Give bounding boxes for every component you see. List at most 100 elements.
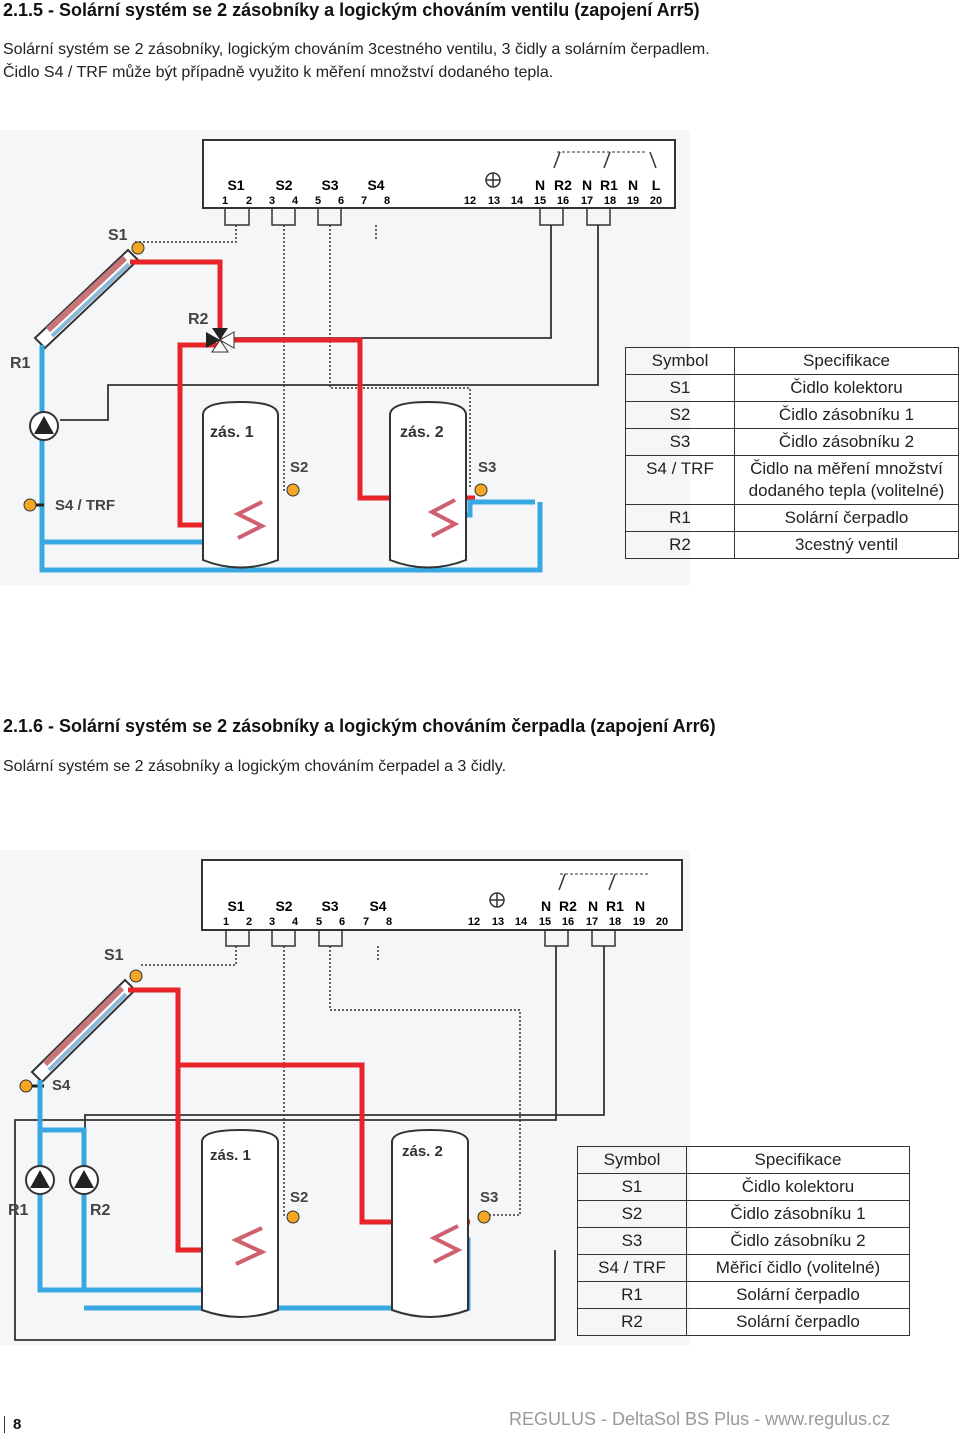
label-r2: R2 [188,311,209,328]
arr6-diagram: S1 S2 S3 S4 N R2 N R1 N 1 2 3 4 5 6 7 8 … [0,850,690,1345]
label-s3: S3 [480,1189,498,1206]
ctrl-relay-n3: N [635,898,645,914]
ctrl-label-s1: S1 [227,898,244,914]
header-spec: Specifikace [686,1146,910,1174]
footer-brand: REGULUS - DeltaSol BS Plus - www.regulus… [509,1409,891,1429]
ctrl-label-s4: S4 [367,177,384,193]
label-s2: S2 [290,1189,308,1206]
svg-text:14: 14 [511,195,524,207]
label-s1: S1 [104,947,124,964]
ctrl-relay-l: L [652,177,661,193]
header-spec: Specifikace [734,347,959,375]
svg-text:16: 16 [557,195,569,207]
svg-text:8: 8 [384,195,390,207]
svg-text:3: 3 [269,195,275,207]
sensor-s2-icon [286,483,300,497]
svg-text:4: 4 [292,195,299,207]
header-symbol: Symbol [577,1146,687,1174]
ctrl-relay-r2: R2 [554,177,572,193]
controller-box [201,859,683,931]
tank2-icon [391,1128,469,1318]
terminals-left: 1 2 3 4 5 6 7 8 [223,916,392,928]
sensor-s4-icon [23,498,37,512]
header-symbol: Symbol [625,347,735,375]
three-way-valve-icon [206,328,235,353]
ctrl-relay-n3: N [628,177,638,193]
ctrl-label-s3: S3 [321,177,338,193]
controller-box [202,139,676,209]
ctrl-label-s3: S3 [321,898,338,914]
ctrl-label-s1: S1 [227,177,244,193]
solar-collector-icon [30,978,137,1084]
svg-text:5: 5 [316,916,322,928]
svg-text:13: 13 [488,195,500,207]
svg-text:20: 20 [650,195,662,207]
ctrl-relay-n1: N [541,898,551,914]
section1-desc-line1: Solární systém se 2 zásobníky, logickým … [3,41,710,58]
section2-desc-line1: Solární systém se 2 zásobníky a logickým… [3,758,507,775]
label-r1: R1 [10,355,31,372]
svg-text:1: 1 [223,916,229,928]
ctrl-relay-n2: N [582,177,592,193]
svg-text:12: 12 [464,195,476,207]
sensor-s1-icon [131,241,145,255]
ctrl-relay-r1: R1 [600,177,618,193]
svg-text:7: 7 [363,916,369,928]
svg-text:6: 6 [338,195,344,207]
svg-text:2: 2 [246,916,252,928]
ctrl-label-s2: S2 [275,177,292,193]
page-number: 8 [4,1416,21,1433]
ctrl-relay-r2: R2 [559,898,577,914]
label-s1: S1 [108,227,128,244]
svg-text:1: 1 [222,195,228,207]
svg-text:12: 12 [468,916,480,928]
sensor-s2-icon [286,1210,300,1224]
label-s2: S2 [290,459,308,476]
svg-text:17: 17 [586,916,598,928]
arr5-diagram: S1 S2 S3 S4 N R2 N R1 N L 1 2 3 4 5 6 7 … [0,130,690,585]
svg-text:15: 15 [539,916,551,928]
section1-desc-line2: Čidlo S4 / TRF může být případně využito… [3,64,554,81]
table-header-row: Symbol Specifikace [577,1146,910,1174]
label-r2: R2 [90,1202,111,1219]
relay-switch-icon [553,151,657,169]
tank2-label: zás. 2 [402,1143,443,1160]
relay-switch-icon [558,873,616,891]
svg-text:17: 17 [581,195,593,207]
table-header-row: Symbol Specifikace [625,347,959,375]
svg-text:20: 20 [656,916,668,928]
tank1-icon [201,1128,279,1318]
label-s3: S3 [478,459,496,476]
svg-text:6: 6 [339,916,345,928]
svg-text:13: 13 [492,916,504,928]
label-s4: S4 [52,1077,71,1094]
ctrl-label-s4: S4 [369,898,386,914]
svg-text:18: 18 [609,916,621,928]
ctrl-label-s2: S2 [275,898,292,914]
ctrl-relay-n1: N [535,177,545,193]
ctrl-relay-r1: R1 [606,898,624,914]
tank1-label: zás. 1 [210,1147,251,1164]
svg-text:7: 7 [361,195,367,207]
svg-text:19: 19 [627,195,639,207]
section2-heading: 2.1.6 - Solární systém se 2 zásobníky a … [3,716,716,736]
svg-text:4: 4 [292,916,299,928]
tank2-label: zás. 2 [400,424,444,441]
svg-text:15: 15 [534,195,546,207]
sensor-s3-icon [477,1210,491,1224]
svg-text:18: 18 [604,195,616,207]
svg-text:16: 16 [562,916,574,928]
svg-text:5: 5 [315,195,321,207]
label-r1: R1 [8,1202,29,1219]
